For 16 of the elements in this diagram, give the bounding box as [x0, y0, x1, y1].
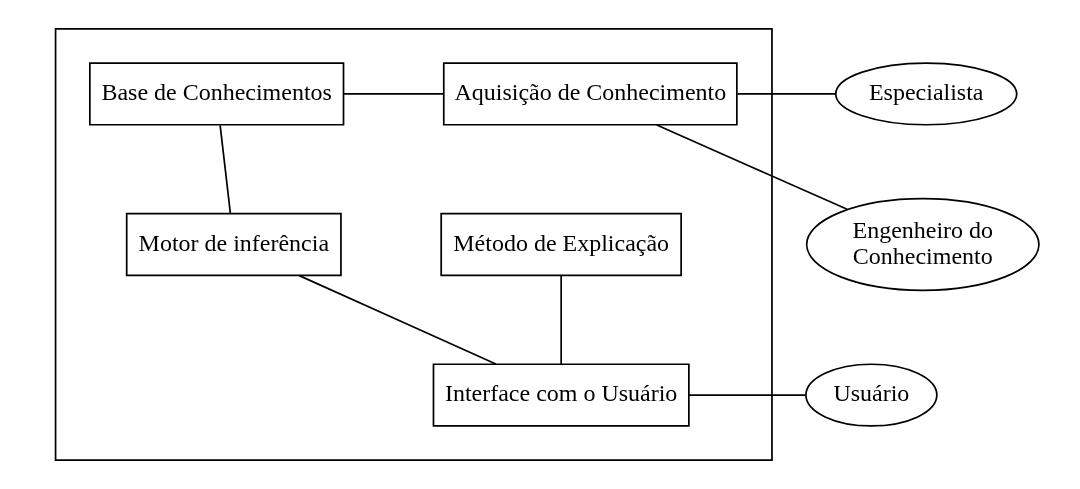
- node-ellipse: Especialista: [834, 62, 1018, 126]
- connector: [655, 124, 848, 211]
- connector: [218, 124, 231, 215]
- node-box: Base de Conhecimentos: [88, 62, 344, 126]
- connector: [342, 93, 444, 95]
- connector: [735, 93, 836, 95]
- node-box: Motor de inferência: [125, 212, 342, 277]
- node-ellipse: Engenheiro do Conhecimento: [805, 197, 1040, 292]
- node-box: Aquisição de Conhecimento: [442, 62, 738, 126]
- node-box: Interface com o Usuário: [432, 363, 690, 427]
- node-ellipse: Usuário: [804, 363, 938, 427]
- cluster: [54, 27, 773, 462]
- connector: [559, 275, 562, 365]
- node-box: Método de Explicação: [439, 212, 682, 277]
- connector: [297, 274, 497, 365]
- connector: [687, 394, 806, 396]
